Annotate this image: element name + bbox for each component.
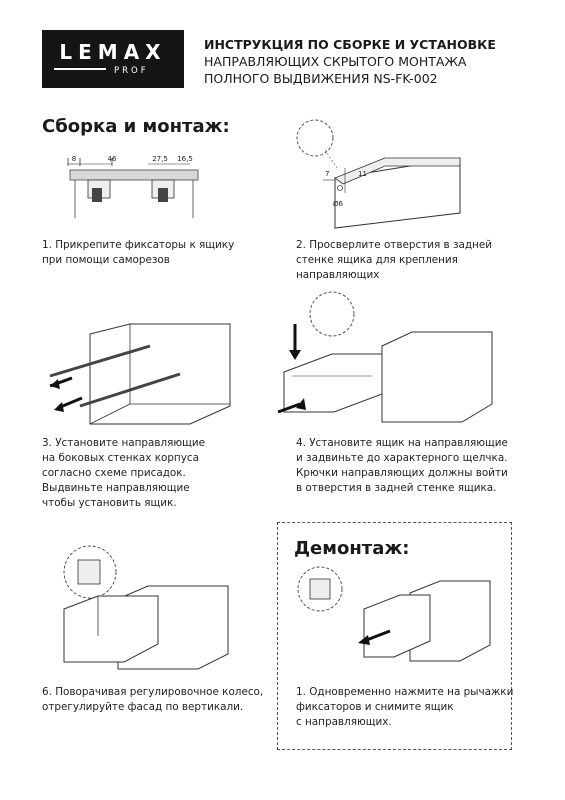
dim-46: 46 <box>108 155 117 163</box>
step-2-caption: 2. Просверлите отверстия в задней стенке… <box>296 239 492 281</box>
logo-sub-text: PROF <box>114 66 149 76</box>
dim-7: 7 <box>325 170 329 178</box>
brand-logo: LEMAX PROF <box>42 30 184 88</box>
section-assembly-heading: Сборка и монтаж: <box>42 116 230 137</box>
dim-8: 8 <box>72 155 76 163</box>
document-subtitle-line-2: ПОЛНОГО ВЫДВИЖЕНИЯ NS-FK-002 <box>204 71 438 86</box>
step-1-diagram: 8 46 27,5 16,5 <box>67 155 199 218</box>
disassembly-diagram <box>297 566 491 662</box>
step-3-diagram <box>49 323 231 425</box>
disassembly-panel <box>277 522 512 750</box>
step-3-caption: 3. Установите направляющие на боковых ст… <box>42 437 206 509</box>
step-2-diagram: 7 11 Ø6 <box>296 119 461 229</box>
step-1-caption: 1. Прикрепите фиксаторы к ящику при помо… <box>42 239 235 266</box>
step-4-caption: 4. Установите ящик на направляющие и зад… <box>296 437 508 494</box>
step-4-diagram <box>277 291 493 423</box>
dim-6: Ø6 <box>333 200 344 208</box>
logo-divider <box>54 68 106 70</box>
dim-16-5: 16,5 <box>177 155 193 163</box>
disassembly-caption: 1. Одновременно нажмите на рычажки фикса… <box>296 686 514 728</box>
document-title: ИНСТРУКЦИЯ ПО СБОРКЕ И УСТАНОВКЕ <box>204 37 496 52</box>
step-6-caption: 6. Поворачивая регулировочное колесо, от… <box>42 686 264 713</box>
logo-brand-text: LEMAX <box>59 40 167 64</box>
step-6-diagram <box>63 545 229 670</box>
section-disassembly-heading: Демонтаж: <box>294 538 410 559</box>
dim-11: 11 <box>358 170 367 178</box>
document-subtitle-line-1: НАПРАВЛЯЮЩИХ СКРЫТОГО МОНТАЖА <box>204 54 467 69</box>
dim-27-5: 27,5 <box>152 155 168 163</box>
